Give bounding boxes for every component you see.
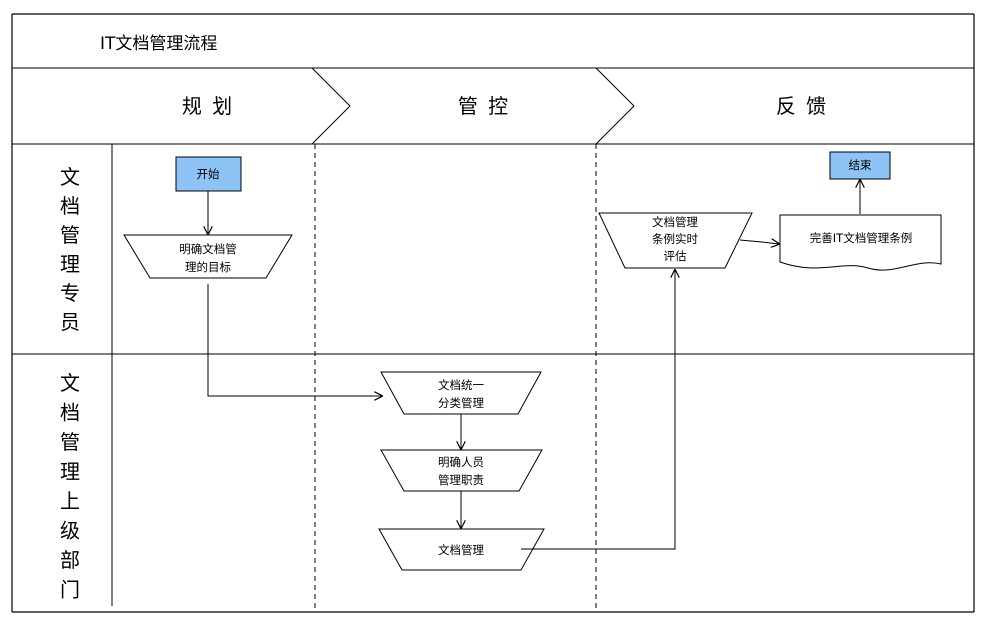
lane-label-specialist-line: 档: [60, 194, 80, 218]
manage-node-label-line: 文档管理: [438, 543, 484, 557]
classify-node-label-line: 分类管理: [438, 396, 484, 410]
goal-node: 明确文档管理的目标: [123, 234, 293, 279]
phase-chevrons: [311, 67, 635, 145]
lane-label-superior-dept-line: 级: [60, 519, 80, 543]
classify-node: 文档统一分类管理: [380, 371, 542, 415]
lane-label-specialist-line: 员: [60, 310, 80, 334]
goal-node-label-line: 明确文档管: [179, 242, 237, 256]
arrow-goal-to-classify: [207, 284, 382, 396]
diagram-title: IT文档管理流程: [100, 34, 217, 54]
lane-label-superior-dept-line: 文: [60, 371, 80, 395]
lane-label-superior-dept-line: 上: [60, 489, 80, 513]
goal-node-label: 明确文档管理的目标: [179, 242, 237, 274]
arrow-manage-to-evaluate: [521, 270, 675, 550]
lane-label-specialist-line: 理: [60, 252, 80, 276]
start-node-label: 开始: [197, 167, 220, 181]
diagram-frame: [11, 13, 975, 613]
phase-dividers: [314, 144, 597, 612]
end-node-label: 结束: [849, 158, 872, 172]
lane-label-specialist-line: 专: [60, 281, 80, 305]
connectors: [207, 180, 860, 550]
lane-label-superior-dept-line: 档: [60, 401, 80, 425]
lane-label-superior-dept-line: 理: [60, 460, 80, 484]
manage-node: 文档管理: [378, 528, 545, 571]
phase-plan-label: 规 划: [182, 94, 234, 118]
lane-label-superior-dept-line: 管: [60, 430, 80, 454]
lane-label-specialist-line: 管: [60, 223, 80, 247]
classify-node-label: 文档统一分类管理: [438, 378, 484, 410]
lane-label-superior-dept-line: 部: [60, 548, 80, 572]
lane-label-specialist-line: 文: [60, 165, 80, 189]
phase-control-label: 管 控: [458, 94, 510, 118]
evaluate-node-label-line: 文档管理: [652, 215, 698, 229]
duty-node: 明确人员管理职责: [380, 449, 543, 492]
evaluate-node: 文档管理条例实时评估: [598, 212, 753, 269]
evaluate-node-label-line: 评估: [664, 249, 687, 263]
classify-node-label-line: 文档统一: [438, 378, 484, 392]
lane-label-specialist: 文档管理专员: [60, 165, 80, 334]
goal-node-label-line: 理的目标: [185, 260, 231, 274]
duty-node-label-line: 管理职责: [438, 473, 484, 487]
arrow-evaluate-to-improve: [739, 240, 779, 244]
start-node: 开始: [175, 156, 242, 192]
manage-node-label: 文档管理: [438, 543, 484, 557]
evaluate-node-label-line: 条例实时: [652, 232, 698, 246]
evaluate-node-label: 文档管理条例实时评估: [652, 215, 698, 263]
lane-label-superior-dept: 文档管理上级部门: [60, 371, 80, 602]
phase-feedback-label: 反 馈: [776, 94, 828, 118]
improve-node: 完善IT文档管理条例: [779, 214, 942, 271]
end-node: 结束: [829, 151, 891, 180]
duty-node-label-line: 明确人员: [438, 455, 484, 469]
improve-node-label: 完善IT文档管理条例: [810, 231, 912, 245]
duty-node-label: 明确人员管理职责: [438, 455, 484, 487]
lane-label-superior-dept-line: 门: [60, 578, 80, 602]
